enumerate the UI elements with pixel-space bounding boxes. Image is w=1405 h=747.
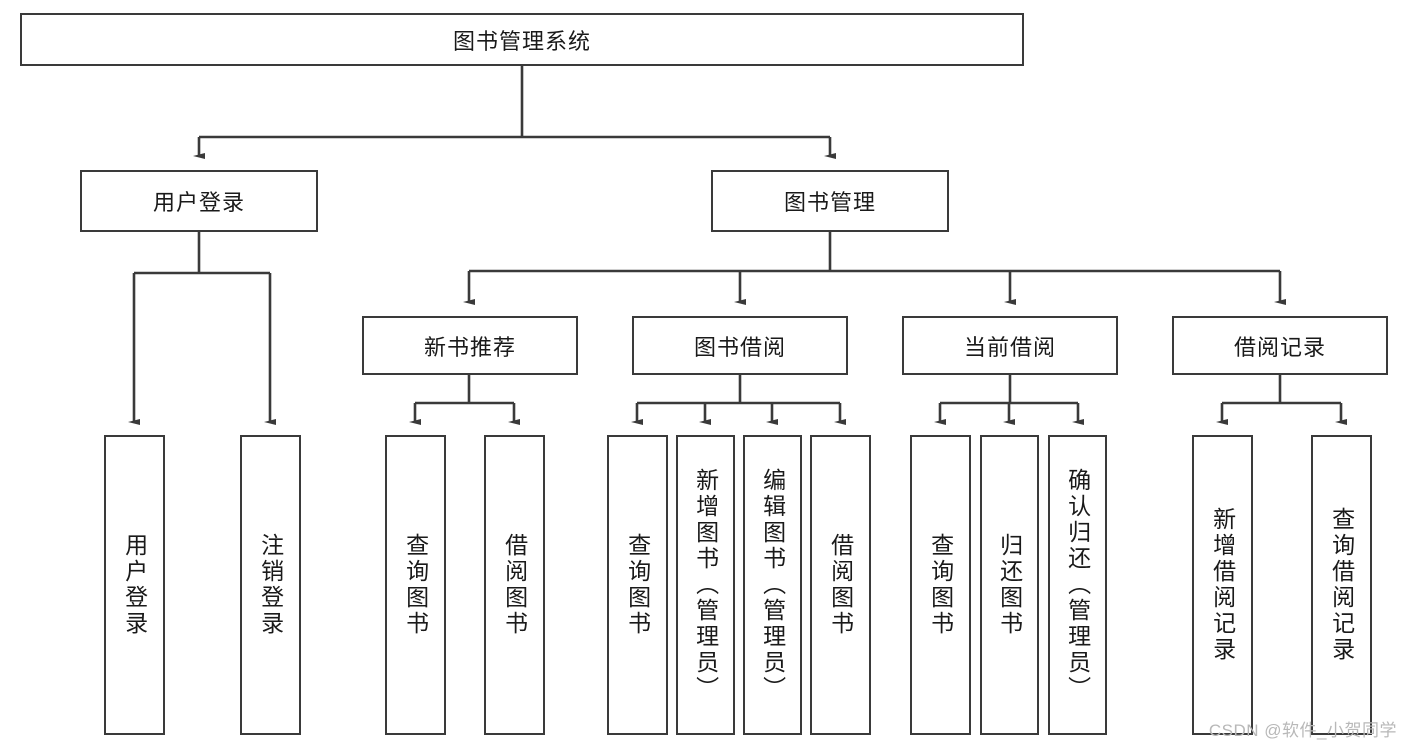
node-leaf-borrow-book-2-label: 借阅图书 xyxy=(827,533,854,637)
node-root[interactable]: 图书管理系统 xyxy=(20,13,1024,66)
node-leaf-borrow-book-2[interactable]: 借阅图书 xyxy=(810,435,871,735)
node-leaf-borrow-book-1[interactable]: 借阅图书 xyxy=(484,435,545,735)
csdn-watermark: CSDN @软件_小贺同学 xyxy=(1208,721,1397,740)
node-leaf-query-book-3[interactable]: 查询图书 xyxy=(910,435,971,735)
node-leaf-query-record[interactable]: 查询借阅记录 xyxy=(1311,435,1372,735)
node-user-login-label: 用户登录 xyxy=(152,190,245,215)
node-leaf-edit-book[interactable]: 编辑图书（管理员） xyxy=(743,435,802,735)
node-leaf-borrow-book-1-label: 借阅图书 xyxy=(501,533,528,637)
node-leaf-query-book-3-label: 查询图书 xyxy=(927,533,954,637)
node-current-borrow[interactable]: 当前借阅 xyxy=(902,316,1118,375)
node-leaf-query-record-label: 查询借阅记录 xyxy=(1328,507,1355,663)
node-leaf-user-login[interactable]: 用户登录 xyxy=(104,435,165,735)
node-book-manage-label: 图书管理 xyxy=(783,190,876,215)
node-new-book-rec-label: 新书推荐 xyxy=(423,334,516,360)
node-leaf-add-record[interactable]: 新增借阅记录 xyxy=(1192,435,1253,735)
node-book-borrow-label: 图书借阅 xyxy=(693,334,786,360)
node-leaf-user-login-label: 用户登录 xyxy=(121,533,148,637)
node-leaf-return-book-label: 归还图书 xyxy=(996,533,1023,637)
node-leaf-query-book-1[interactable]: 查询图书 xyxy=(385,435,446,735)
node-book-borrow[interactable]: 图书借阅 xyxy=(632,316,848,375)
node-book-manage[interactable]: 图书管理 xyxy=(711,170,949,232)
node-leaf-logout-label: 注销登录 xyxy=(257,533,284,637)
node-leaf-edit-book-label: 编辑图书（管理员） xyxy=(759,468,786,702)
node-current-borrow-label: 当前借阅 xyxy=(963,334,1056,360)
node-leaf-confirm-return-label: 确认归还（管理员） xyxy=(1064,468,1091,702)
node-leaf-add-book[interactable]: 新增图书（管理员） xyxy=(676,435,735,735)
node-borrow-record-label: 借阅记录 xyxy=(1233,334,1326,360)
node-leaf-query-book-2-label: 查询图书 xyxy=(624,533,651,637)
node-leaf-query-book-2[interactable]: 查询图书 xyxy=(607,435,668,735)
node-leaf-add-book-label: 新增图书（管理员） xyxy=(692,468,719,702)
node-leaf-logout[interactable]: 注销登录 xyxy=(240,435,301,735)
node-user-login[interactable]: 用户登录 xyxy=(80,170,318,232)
node-leaf-return-book[interactable]: 归还图书 xyxy=(980,435,1039,735)
node-leaf-confirm-return[interactable]: 确认归还（管理员） xyxy=(1048,435,1107,735)
node-leaf-add-record-label: 新增借阅记录 xyxy=(1209,507,1236,663)
node-root-label: 图书管理系统 xyxy=(452,28,591,54)
node-new-book-rec[interactable]: 新书推荐 xyxy=(362,316,578,375)
node-leaf-query-book-1-label: 查询图书 xyxy=(402,533,429,637)
node-borrow-record[interactable]: 借阅记录 xyxy=(1172,316,1388,375)
